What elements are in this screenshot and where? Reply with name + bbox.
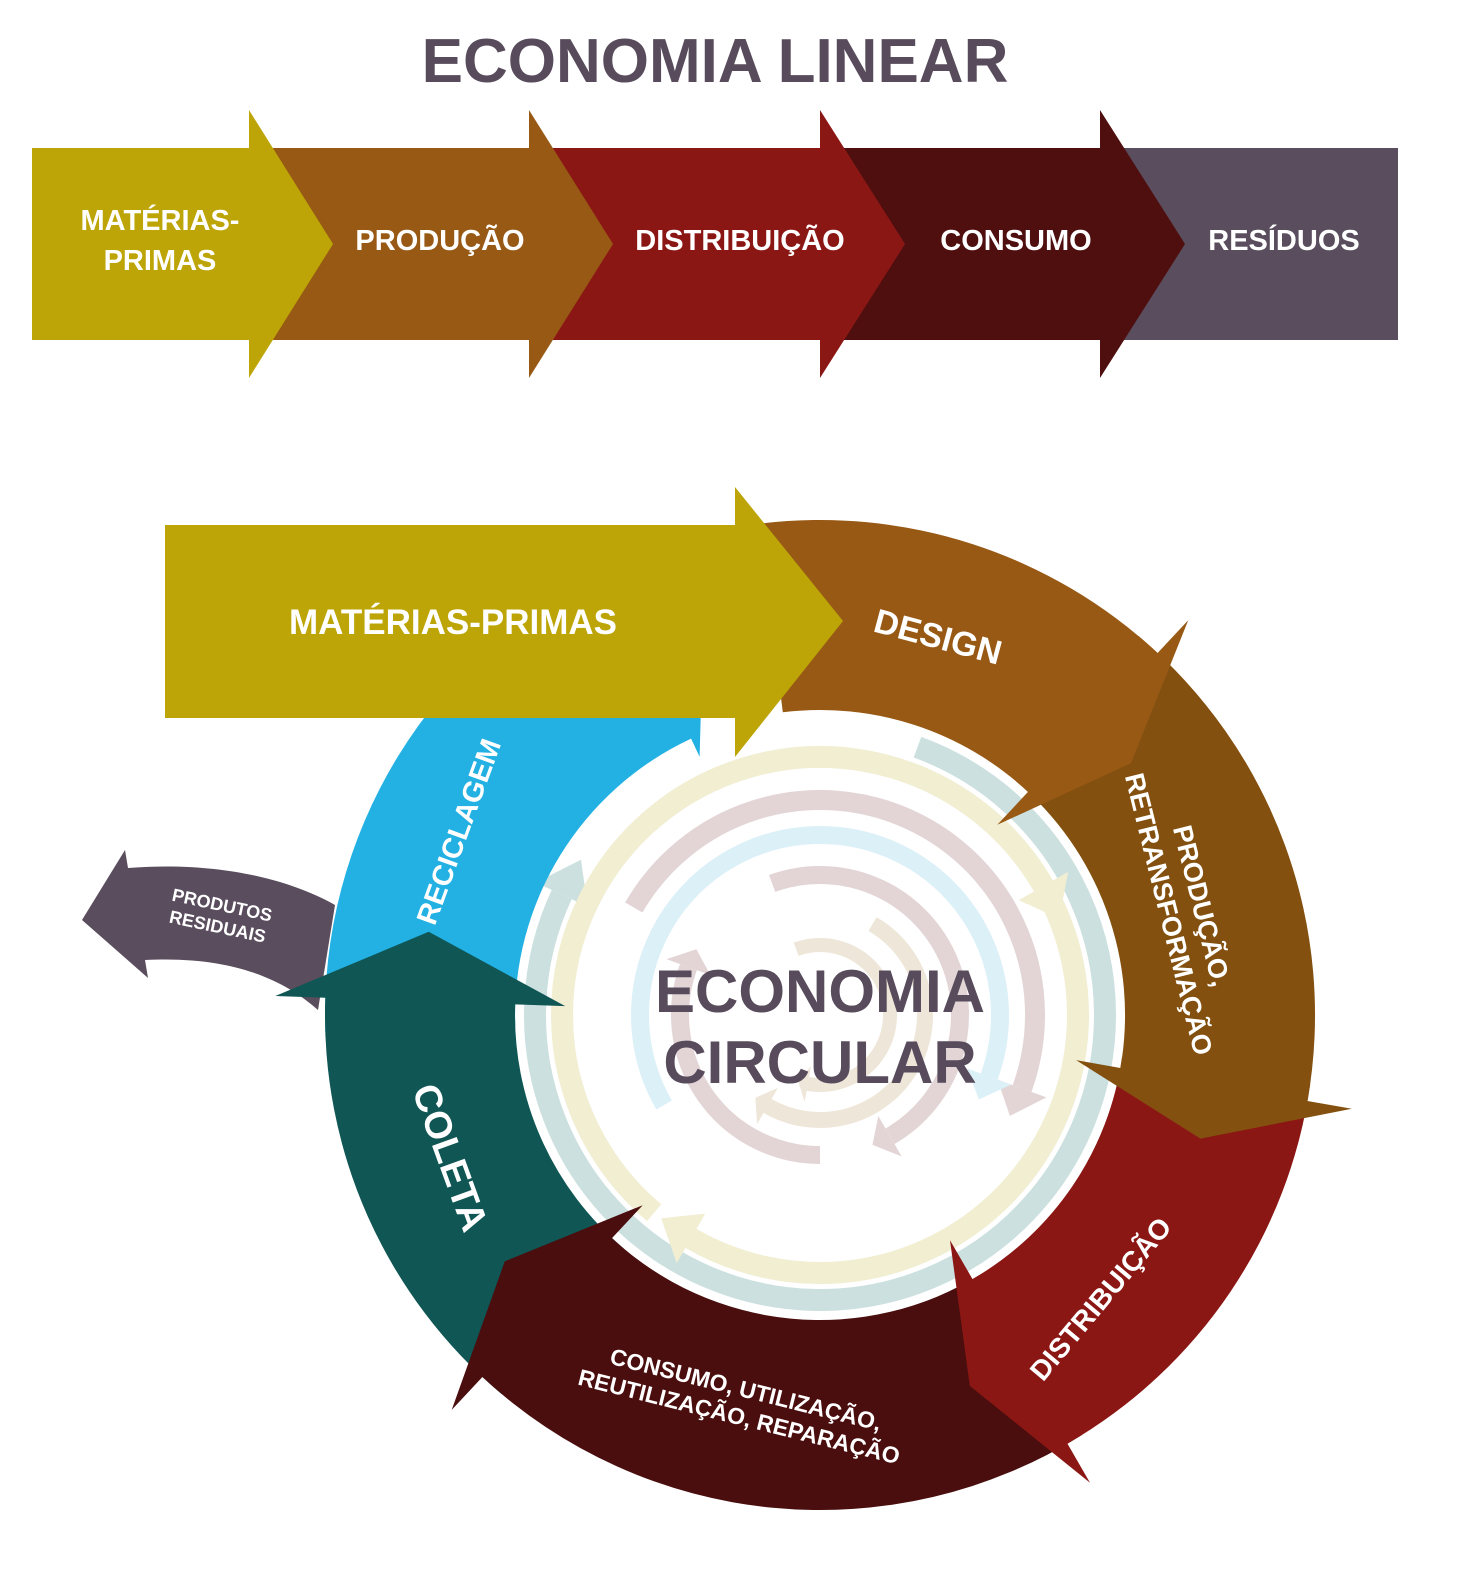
inner-cycle-arc [769, 866, 969, 1145]
linear-step-distribution [520, 110, 905, 378]
inner-cycle-arrowhead [535, 859, 588, 907]
inner-cycle-arrowhead [997, 1079, 1047, 1116]
raw-materials-arrow [165, 487, 843, 757]
inner-cycle-arrowhead [755, 1087, 778, 1124]
inner-cycle-arc [550, 746, 1053, 1222]
linear-economy-title: ECONOMIA LINEAR [422, 27, 1009, 96]
linear-label-residues: RESÍDUOS [1208, 223, 1359, 257]
inner-cycle-arrowhead [798, 1066, 812, 1102]
inner-cycle-arrowhead [666, 949, 711, 976]
linear-step-production [240, 110, 613, 378]
inner-cycle-arc [524, 736, 1116, 1311]
linear-step-raw-materials [32, 110, 333, 378]
inner-cycle-arc [763, 917, 933, 1128]
linear-label-consumption: CONSUMO [940, 225, 1091, 257]
inner-cycle-arrowhead [872, 1115, 902, 1157]
raw-materials-label: MATÉRIAS-PRIMAS [289, 602, 617, 642]
inner-cycle-arrows [524, 736, 1116, 1311]
consumption-segment [451, 1205, 1083, 1511]
design-segment [759, 520, 1189, 825]
inner-cycle-arc [671, 964, 821, 1164]
distribution-segment [950, 1057, 1311, 1483]
inner-cycle-arc [625, 790, 1045, 1092]
inner-cycle-arc [793, 938, 897, 1092]
linear-label-production: PRODUÇÃO [355, 223, 524, 257]
linear-label-distribution: DISTRIBUIÇÃO [635, 223, 844, 257]
inner-cycle-arc [631, 826, 1009, 1110]
linear-step-consumption [810, 110, 1185, 378]
inner-cycle-arrowhead [967, 1068, 1012, 1100]
circular-economy-title-2: CIRCULAR [663, 1029, 976, 1096]
linear-label-raw-materials-1: MATÉRIAS- [81, 203, 240, 237]
linear-label-raw-materials-2: PRIMAS [104, 245, 217, 277]
residual-products-arrow [82, 850, 335, 1010]
inner-cycle-arrowhead [661, 1213, 706, 1264]
linear-step-residues [1090, 148, 1398, 340]
circular-ring [275, 520, 1352, 1511]
linear-flow: MATÉRIAS- PRIMAS PRODUÇÃO DISTRIBUIÇÃO C… [32, 110, 1398, 378]
circular-economy-title-1: ECONOMIA [655, 958, 985, 1025]
inner-cycle-arc [685, 880, 1089, 1284]
